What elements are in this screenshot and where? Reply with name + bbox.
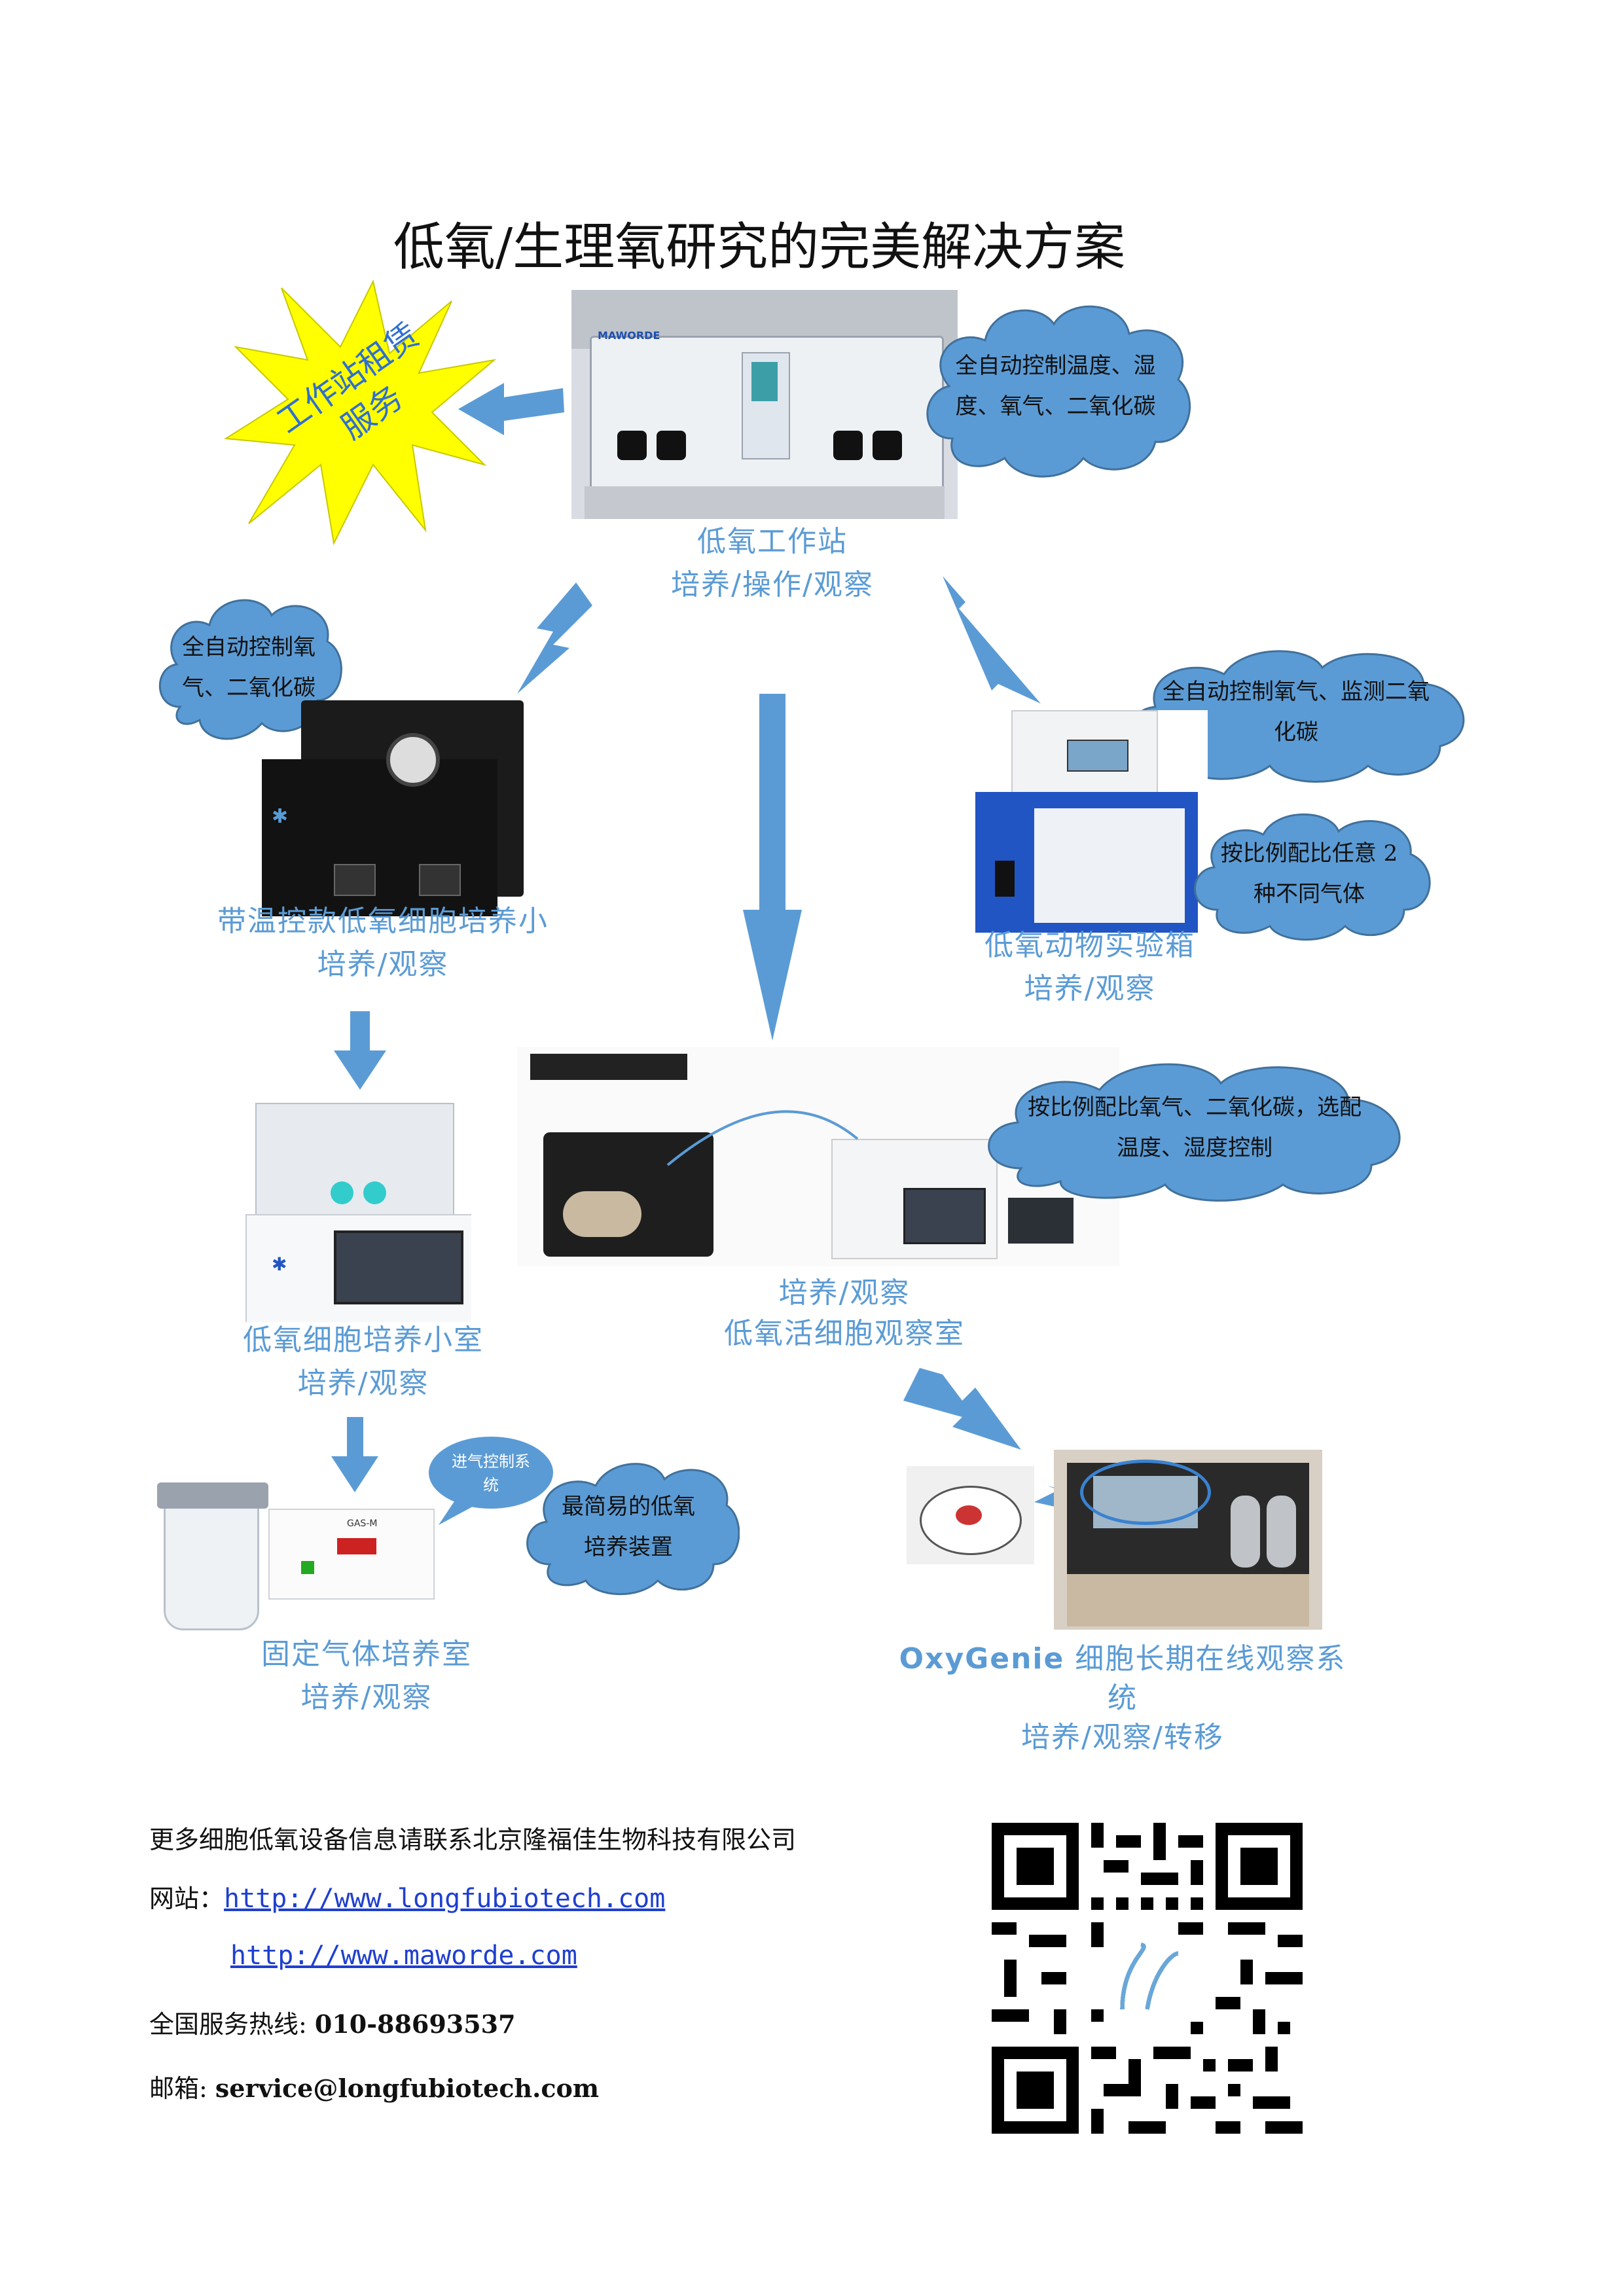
website-label: 网站：: [149, 1884, 225, 1913]
burst-shape: [223, 279, 497, 546]
qr-pattern: [992, 1823, 1303, 2134]
workstation-name: 低氧工作站: [697, 525, 848, 558]
website-link-maworde[interactable]: http://www.maworde.com: [230, 1941, 577, 1971]
fixed-gas-use: 培养/观察: [300, 1681, 433, 1714]
chamber-name: 低氧细胞培养小室: [243, 1323, 484, 1357]
cloud-incubator-text: 全自动控制氧气、二氧化碳: [182, 634, 316, 701]
footer-intro: 更多细胞低氧设备信息请联系北京隆福佳生物科技有限公司: [149, 1825, 797, 1854]
cloud-livecell-text: 按比例配比氧气、二氧化碳，选配温度、湿度控制: [1028, 1094, 1362, 1161]
arrow-ws-animal: [943, 576, 1041, 704]
cloud-simple-text: 最简易的低氧培养装置: [562, 1493, 695, 1560]
fixed-gas-name: 固定气体培养室: [261, 1638, 472, 1671]
animal-use: 培养/观察: [1024, 972, 1156, 1005]
chamber-caption: 低氧细胞培养小室 培养/观察: [223, 1319, 504, 1405]
hotline-number: 010-88693537: [314, 2009, 516, 2039]
cloud-animal-text: 全自动控制氧气、监测二氧化碳: [1163, 678, 1430, 745]
animal-caption: 低氧动物实验箱 培养/观察: [943, 924, 1237, 1011]
fixed-gas-caption: 固定气体培养室 培养/观察: [216, 1633, 517, 1719]
cloud-incubator: 全自动控制氧气、二氧化碳: [151, 589, 347, 746]
footer-hotline-row: 全国服务热线: 010-88693537: [149, 2004, 516, 2040]
oxygenie-use: 培养/观察/转移: [1021, 1721, 1224, 1754]
fixed-gas-photo: GAS-M: [157, 1456, 445, 1633]
email-label: 邮箱:: [149, 2074, 208, 2103]
cloud-simple: 最简易的低氧培养装置: [517, 1453, 740, 1600]
incubator-photo: ✱: [262, 700, 524, 916]
oxygenie-brand: OxyGenie: [899, 1642, 1065, 1676]
workstation-caption: 低氧工作站 培养/操作/观察: [609, 520, 936, 607]
cloud-workstation: 全自动控制温度、湿度、氧气、二氧化碳: [913, 288, 1198, 484]
workstation-brand: MAWORDE: [598, 329, 660, 342]
cloud-gasmix: 按比例配比任意 2 种不同气体: [1185, 805, 1434, 942]
qr-code: [992, 1823, 1303, 2134]
chamber-use: 培养/观察: [297, 1367, 429, 1400]
livecell-name: 低氧活细胞观察室: [724, 1317, 965, 1350]
oxygenie-name: 细胞长期在线观察系统: [1075, 1642, 1346, 1715]
workstation-photo: MAWORDE: [571, 290, 958, 519]
arrow-incubator-chamber: [334, 1011, 386, 1090]
livecell-use: 培养/观察: [778, 1276, 911, 1310]
cloud-livecell: 按比例配比氧气、二氧化碳，选配温度、湿度控制: [969, 1050, 1420, 1204]
incubator-name: 带温控款低氧细胞培养小: [217, 905, 549, 938]
gas-control-text: 进气控制系统: [452, 1452, 530, 1494]
animal-box-photo: [965, 710, 1208, 933]
cloud-gas-control: 进气控制系统: [419, 1433, 563, 1532]
cell-chamber-photo: ✱: [245, 1096, 471, 1322]
oxygenie-system-photo: [1054, 1450, 1322, 1630]
arrow-chamber-fixed: [331, 1417, 378, 1492]
cloud-animal: 全自动控制氧气、监测二氧化碳: [1113, 638, 1479, 785]
email-address: service@longfubiotech.com: [215, 2073, 600, 2103]
rental-burst: 工作站租赁 服务: [223, 275, 497, 550]
page-title: 低氧/生理氧研究的完美解决方案: [393, 218, 1126, 277]
cloud-gasmix-text: 按比例配比任意 2 种不同气体: [1220, 840, 1398, 907]
footer-website-row-2: http://www.maworde.com: [230, 1941, 577, 1971]
arrow-to-burst: [458, 383, 564, 435]
incubator-use: 培养/观察: [317, 948, 449, 981]
arrow-ws-incubator: [517, 583, 592, 694]
animal-name: 低氧动物实验箱: [984, 929, 1195, 962]
workstation-use: 培养/操作/观察: [671, 568, 874, 601]
arrow-livecell-oxygenie: [903, 1368, 1021, 1450]
footer-email-row: 邮箱: service@longfubiotech.com: [149, 2068, 599, 2104]
incubator-caption: 带温控款低氧细胞培养小 培养/观察: [190, 900, 576, 986]
website-link-longfu[interactable]: http://www.longfubiotech.com: [224, 1884, 666, 1914]
oxygenie-dish-photo: [907, 1466, 1034, 1564]
hotline-label: 全国服务热线:: [149, 2010, 307, 2039]
arrow-center-down: [743, 694, 802, 1041]
gas-panel-label: GAS-M: [347, 1518, 378, 1529]
oxygenie-caption: OxyGenie 细胞长期在线观察系统 培养/观察/转移: [897, 1640, 1348, 1757]
livecell-caption: 培养/观察 低氧活细胞观察室: [681, 1273, 1008, 1354]
footer-website-row: 网站：http://www.longfubiotech.com: [149, 1878, 665, 1914]
cloud-workstation-text: 全自动控制温度、湿度、氧气、二氧化碳: [955, 353, 1156, 420]
